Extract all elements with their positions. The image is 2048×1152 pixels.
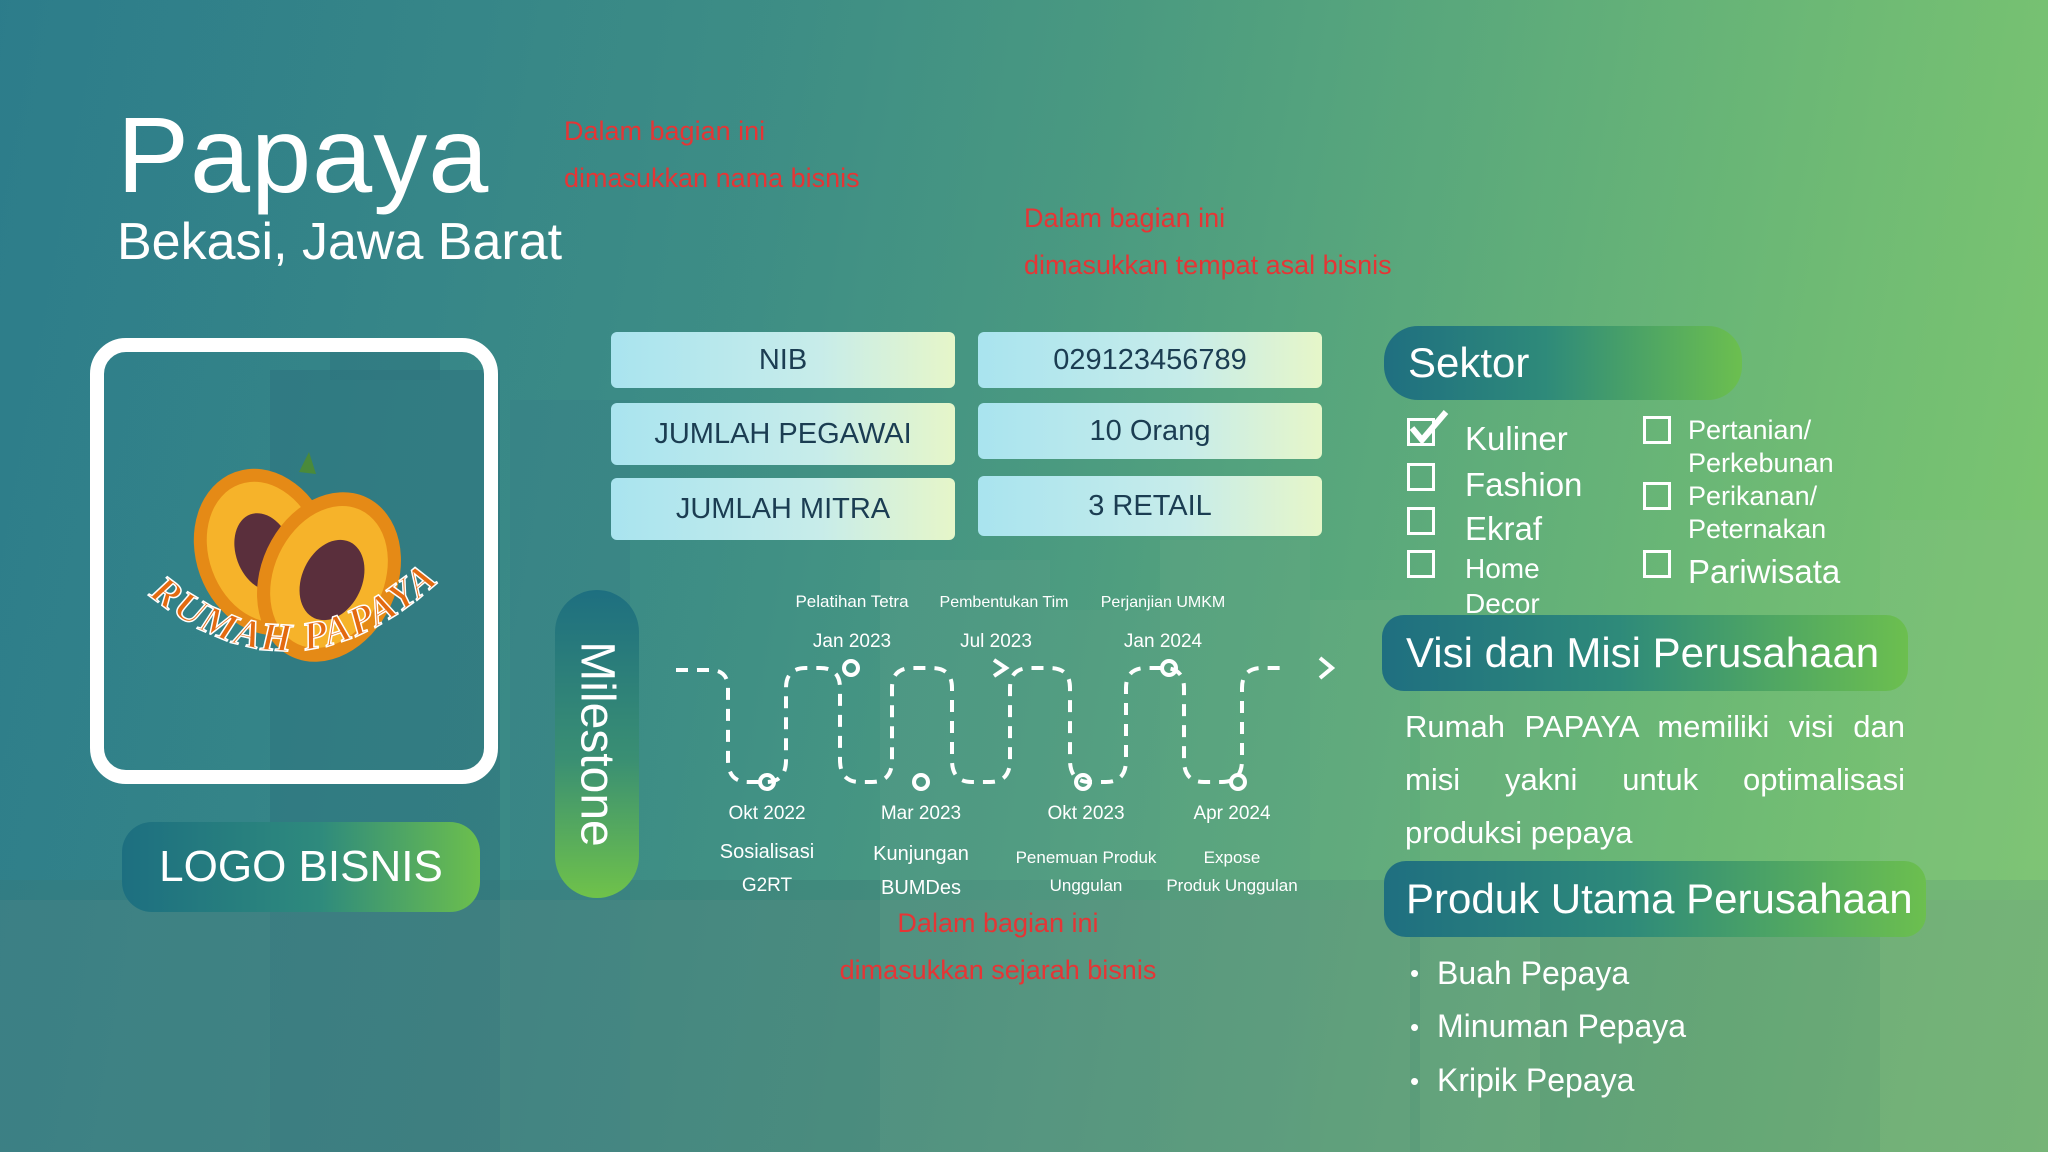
note-business-history: Dalam bagian ini dimasukkan sejarah bisn… <box>840 900 1157 994</box>
note-line: Dalam bagian ini <box>1024 203 1226 233</box>
milestone-event-date: Apr 2024 <box>1193 803 1271 824</box>
checkbox-home-decor[interactable] <box>1407 550 1435 578</box>
milestone-event-label: Kunjungan <box>873 843 969 865</box>
note-business-name: Dalam bagian ini dimasukkan nama bisnis <box>564 108 860 202</box>
visi-misi-title: Visi dan Misi Perusahaan <box>1406 629 1880 676</box>
sektor-label-pertanian: Pertanian/ Perkebunan <box>1688 414 1834 480</box>
label-line: Perkebunan <box>1688 448 1834 478</box>
milestone-event-date: Okt 2023 <box>1047 803 1125 824</box>
milestone-pill <box>555 590 639 898</box>
milestone-dot <box>842 659 860 677</box>
sektor-label-kuliner: Kuliner <box>1465 420 1568 457</box>
bullet-icon: • <box>1410 1012 1420 1042</box>
checkbox-fashion[interactable] <box>1407 463 1435 491</box>
sektor-label-fashion: Fashion <box>1465 466 1583 503</box>
sektor-header: Sektor <box>1384 326 1742 400</box>
info-value-employees: 10 Orang <box>978 403 1322 459</box>
business-name-title: Papaya <box>117 94 490 215</box>
visi-misi-header: Visi dan Misi Perusahaan <box>1382 615 1908 691</box>
sektor-title: Sektor <box>1408 339 1530 386</box>
sektor-label-perikanan: Perikanan/ Peternakan <box>1688 480 1826 546</box>
visi-misi-text: Rumah PAPAYA memiliki visi dan misi yakn… <box>1405 709 1905 850</box>
note-line: dimasukkan sejarah bisnis <box>839 955 1157 985</box>
milestone-event-label: Penemuan Produk <box>1015 848 1157 867</box>
produk-item: Minuman Pepaya <box>1437 1008 1687 1044</box>
note-line: Dalam bagian ini <box>897 908 1099 938</box>
milestone-dot <box>758 773 776 791</box>
business-location: Bekasi, Jawa Barat <box>117 213 563 271</box>
logo-label: LOGO BISNIS <box>159 842 443 891</box>
label-line: Pertanian/ <box>1688 415 1812 445</box>
logo-frame: RUMAH PAPAYA <box>90 338 498 784</box>
produk-item: Kripik Pepaya <box>1437 1062 1635 1098</box>
note-line: dimasukkan tempat asal bisnis <box>1024 250 1392 280</box>
milestone-event-date: Jan 2024 <box>1123 631 1203 652</box>
note-business-origin: Dalam bagian ini dimasukkan tempat asal … <box>1024 195 1392 289</box>
info-label-nib: NIB <box>611 332 955 388</box>
milestone-dot <box>1160 659 1178 677</box>
info-value-partners: 3 RETAIL <box>978 476 1322 536</box>
milestone-timeline-path <box>676 656 1336 791</box>
note-line: dimasukkan nama bisnis <box>564 163 860 193</box>
checkmark-icon <box>1409 410 1449 445</box>
produk-item: Buah Pepaya <box>1437 955 1630 991</box>
milestone-event-label: Perjanjian UMKM <box>1100 594 1226 611</box>
note-line: Dalam bagian ini <box>564 116 766 146</box>
milestone-dot <box>1074 773 1092 791</box>
milestone-event-date: Jul 2023 <box>960 631 1032 652</box>
checkbox-ekraf[interactable] <box>1407 507 1435 535</box>
papaya-logo-image: RUMAH PAPAYA <box>141 452 445 662</box>
arrow-right-icon <box>992 658 1010 678</box>
milestone-event-label: Pelatihan Tetra <box>795 592 909 611</box>
checkbox-pariwisata[interactable] <box>1643 550 1671 578</box>
milestone-title: Milestone <box>570 641 624 847</box>
produk-title: Produk Utama Perusahaan <box>1406 875 1913 922</box>
label-line: Perikanan/ <box>1688 481 1818 511</box>
milestone-event-label: Sosialisasi <box>719 841 815 863</box>
produk-header: Produk Utama Perusahaan <box>1384 861 1926 937</box>
sektor-label-home-decor: Home Decor <box>1465 552 1540 620</box>
milestone-event-label: Pembentukan Tim <box>939 594 1069 611</box>
logo-label-pill: LOGO BISNIS <box>122 822 480 912</box>
milestone-event-date: Okt 2022 <box>728 803 806 824</box>
checkbox-pertanian[interactable] <box>1643 416 1671 444</box>
milestone-dot <box>1229 773 1247 791</box>
checkbox-kuliner[interactable] <box>1407 418 1435 446</box>
milestone-event-label: Produk Unggulan <box>1166 876 1298 895</box>
bullet-icon: • <box>1410 958 1420 988</box>
milestone-event-label: BUMDes <box>880 877 962 899</box>
sektor-label-ekraf: Ekraf <box>1465 510 1543 547</box>
label-line: Decor <box>1465 588 1540 619</box>
milestone-event-label: Expose <box>1203 848 1261 867</box>
checkbox-perikanan[interactable] <box>1643 482 1671 510</box>
info-label-employees: JUMLAH PEGAWAI <box>611 403 955 465</box>
milestone-event-label: G2RT <box>741 875 793 896</box>
arrow-right-icon <box>1318 656 1336 680</box>
milestone-dot <box>912 773 930 791</box>
info-value-nib: 029123456789 <box>978 332 1322 388</box>
info-label-partners: JUMLAH MITRA <box>611 478 955 540</box>
milestone-event-label: Unggulan <box>1049 876 1123 895</box>
label-line: Home <box>1465 553 1540 584</box>
label-line: Peternakan <box>1688 514 1827 544</box>
bullet-icon: • <box>1410 1066 1420 1096</box>
sektor-label-pariwisata: Pariwisata <box>1688 553 1841 590</box>
milestone-event-date: Mar 2023 <box>880 803 962 824</box>
milestone-event-date: Jan 2023 <box>812 631 892 652</box>
